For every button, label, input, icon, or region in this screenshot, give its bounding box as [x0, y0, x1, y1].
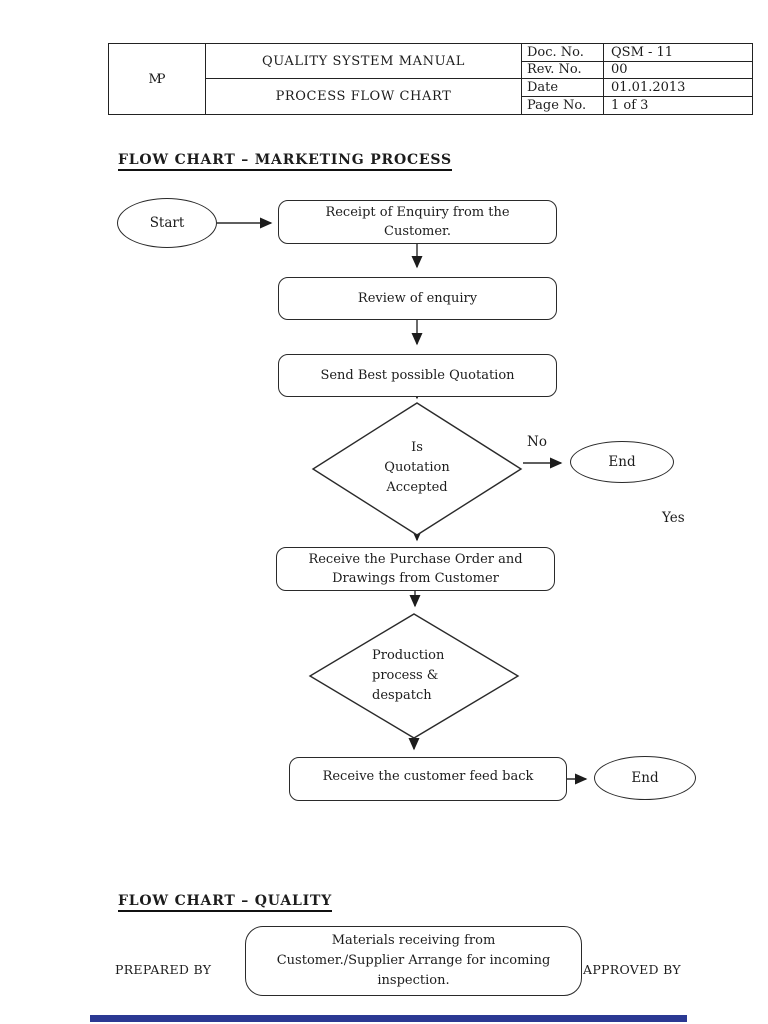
receipt-node: Receipt of Enquiry from the Customer. — [278, 200, 557, 244]
prepared-by-label: PREPARED BY — [115, 962, 212, 977]
quality-flow-title: FLOW CHART – QUALITY — [118, 893, 333, 912]
purchase-line1: Receive the Purchase Order and — [308, 552, 523, 567]
production-text: Production process & despatch — [372, 646, 502, 706]
start-node: Start — [117, 198, 217, 248]
marketing-flow-title: FLOW CHART – MARKETING PROCESS — [118, 152, 452, 171]
materials-line3: inspection. — [377, 973, 450, 988]
rev-no-label: Rev. No. — [522, 61, 604, 79]
end-node-1: End — [570, 441, 674, 483]
yes-label: Yes — [662, 510, 685, 526]
approved-by-label: APPROVED BY — [583, 962, 681, 977]
manual-title: QUALITY SYSTEM MANUAL — [206, 44, 522, 79]
materials-line1: Materials receiving from — [331, 933, 496, 948]
mp-logo: MP — [109, 44, 206, 114]
document-header-table: MP QUALITY SYSTEM MANUAL PROCESS FLOW CH… — [108, 43, 753, 115]
bottom-blue-bar — [90, 1015, 687, 1022]
decision-line3: Accepted — [386, 480, 448, 495]
quotation-node: Send Best possible Quotation — [278, 354, 557, 397]
decision-diamond — [311, 402, 523, 536]
page-no-value: 1 of 3 — [611, 97, 649, 113]
purchase-node: Receive the Purchase Order and Drawings … — [276, 547, 555, 591]
date-label: Date — [522, 79, 604, 97]
production-line3: despatch — [372, 688, 432, 703]
feedback-node: Receive the customer feed back — [289, 757, 567, 801]
review-node: Review of enquiry — [278, 277, 557, 320]
receipt-line1: Receipt of Enquiry from the — [325, 205, 510, 220]
no-label: No — [527, 434, 547, 450]
chart-title: PROCESS FLOW CHART — [206, 79, 522, 114]
materials-line2: Customer./Supplier Arrange for incoming — [276, 953, 551, 968]
receipt-line2: Customer. — [384, 224, 451, 239]
rev-no-value: 00 — [604, 62, 752, 79]
purchase-line2: Drawings from Customer — [332, 571, 499, 586]
production-line1: Production — [372, 648, 445, 663]
materials-node: Materials receiving from Customer./Suppl… — [245, 926, 582, 996]
production-diamond — [308, 613, 520, 739]
page-no-label: Page No. — [522, 96, 604, 114]
end-node-2: End — [594, 756, 696, 800]
date-value: 01.01.2013 — [604, 79, 752, 97]
production-line2: process & — [372, 668, 439, 683]
doc-no-value: QSM - 11 — [604, 44, 752, 62]
decision-line1: Is — [411, 440, 423, 455]
decision-text: Is Quotation Accepted — [317, 438, 517, 498]
doc-no-label: Doc. No. — [522, 44, 604, 62]
decision-line2: Quotation — [384, 460, 450, 475]
